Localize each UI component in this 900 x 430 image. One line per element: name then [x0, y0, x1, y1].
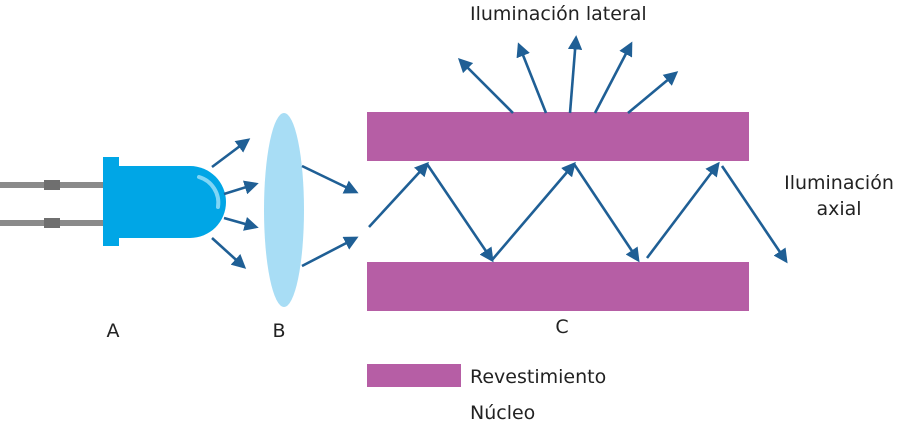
led-flange [103, 157, 119, 246]
led-arrow-2 [223, 180, 259, 196]
lens-arrow-upper [301, 164, 359, 194]
reflection-seg-4 [572, 163, 640, 263]
label-lateral-illumination: Iluminación lateral [470, 3, 647, 25]
led-lead-bottom-band [44, 218, 60, 228]
lateral-arrow-4 [593, 41, 633, 114]
legend-label-core: Núcleo [470, 402, 536, 424]
lateral-arrow-2 [516, 42, 548, 114]
lateral-arrow-3 [567, 35, 583, 114]
led-leads [0, 180, 108, 228]
axial-exit-arrow [720, 165, 788, 264]
label-part-c: C [555, 316, 569, 338]
cladding-bottom [367, 262, 749, 311]
lens [264, 113, 304, 307]
label-axial-line1: Iluminación [784, 172, 894, 194]
label-part-b: B [272, 320, 286, 342]
reflection-seg-2 [425, 163, 494, 263]
led-arrow-1 [211, 138, 251, 169]
lens-arrow-lower [301, 236, 359, 268]
led-arrow-4 [211, 237, 247, 269]
legend-label-cladding: Revestimiento [470, 366, 607, 388]
lens-arrows [301, 164, 359, 268]
legend-swatch-cladding [367, 364, 461, 387]
lateral-arrow-1 [457, 57, 514, 114]
led-dome [116, 166, 226, 238]
label-axial-illumination: Iluminación axial [775, 172, 900, 220]
lateral-arrows [457, 35, 679, 114]
led-highlight [197, 175, 221, 209]
led [103, 157, 226, 246]
internal-reflection-arrows [368, 161, 788, 264]
led-arrow-3 [223, 216, 259, 231]
cladding-top [367, 112, 749, 161]
led-arrows [211, 138, 259, 269]
led-lead-top-band [44, 180, 60, 190]
reflection-seg-5 [645, 161, 720, 259]
lateral-arrow-5 [627, 71, 679, 114]
reflection-seg-1 [368, 161, 429, 228]
reflection-seg-3 [491, 161, 576, 261]
label-part-a: A [106, 320, 120, 342]
label-axial-line2: axial [816, 198, 862, 220]
